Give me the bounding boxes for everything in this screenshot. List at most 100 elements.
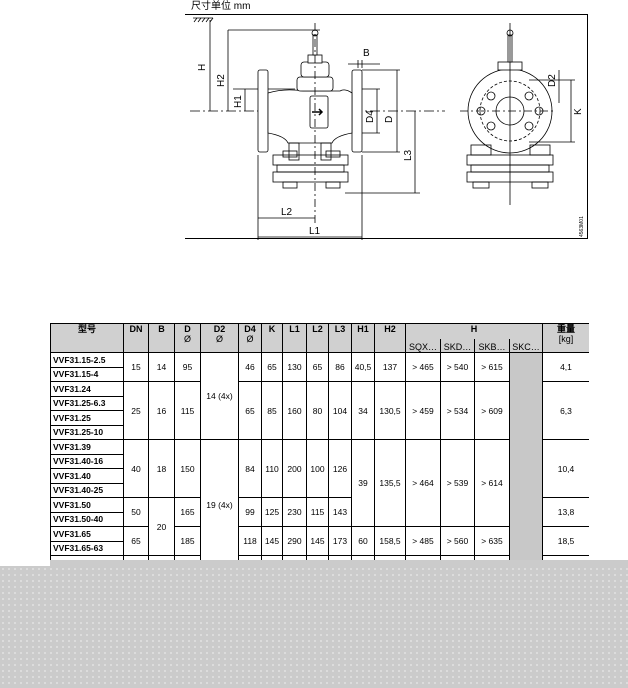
l3-cell: 126: [328, 439, 352, 498]
b-cell: 20: [148, 497, 175, 556]
d2-cell: 19 (4x): [200, 439, 239, 560]
header-k: K: [261, 323, 283, 353]
table-row: [50, 555, 589, 560]
l2-cell: 80: [306, 381, 329, 440]
l1-cell: 230: [282, 497, 307, 527]
header-weight: 重量[kg]: [542, 323, 589, 353]
h-skd-cell: [474, 555, 510, 560]
model-cell: VVF31.15-2.5: [50, 352, 124, 368]
h1-cell: 60: [351, 526, 375, 556]
model-cell: VVF31.40-25: [50, 482, 124, 498]
l3-cell: 86: [328, 352, 352, 382]
h-skb-cell: > 609: [474, 381, 510, 440]
model-cell: VVF31.39: [50, 439, 124, 455]
weight-cell: 6,3: [542, 381, 589, 440]
h1-cell: 40,5: [351, 352, 375, 382]
header-h: H: [405, 323, 543, 339]
l1-cell: 160: [282, 381, 307, 440]
model-cell: VVF31.40-16: [50, 453, 124, 469]
model-cell: VVF31.50: [50, 497, 124, 513]
d-cell: 165: [174, 497, 201, 527]
dn-cell: 40: [123, 439, 149, 498]
k-cell: 65: [261, 352, 283, 382]
h-skd-cell: > 539: [440, 439, 475, 527]
header-l3: L3: [328, 323, 352, 353]
h-sqx-cell: > 464: [405, 439, 441, 527]
dn-cell: 65: [123, 526, 149, 556]
l2-cell: 65: [306, 352, 329, 382]
weight-cell: 10,4: [542, 439, 589, 498]
b-cell: 18: [148, 439, 175, 498]
header-l2: L2: [306, 323, 329, 353]
header-d2-label: D2: [213, 324, 226, 334]
weight-cell: 4,1: [542, 352, 589, 382]
diameter-symbol: Ø: [246, 334, 254, 344]
d-cell: 150: [174, 439, 201, 498]
header-dn: DN: [123, 323, 149, 353]
h-skb-cell: [542, 555, 589, 560]
weight-cell: 13,8: [542, 497, 589, 527]
d-cell: [174, 555, 201, 560]
d4-cell: 65: [238, 381, 262, 440]
d4-cell: 99: [238, 497, 262, 527]
h-skb-cell: > 615: [474, 352, 510, 382]
h-sqx-cell: > 459: [405, 381, 441, 440]
d2-cell: 14 (4x): [200, 352, 239, 440]
d4-cell: 84: [238, 439, 262, 498]
model-cell: VVF31.25-10: [50, 424, 124, 440]
model-cell: VVF31.25: [50, 410, 124, 426]
header-skb: SKB…: [474, 338, 510, 353]
model-cell: VVF31.25-6.3: [50, 395, 124, 411]
header-weight-unit: [kg]: [558, 334, 574, 344]
d-cell: 115: [174, 381, 201, 440]
model-cell: VVF31.65: [50, 526, 124, 542]
table-row: VVF31.24 25 16 115 65 85 160 80 104 34 1…: [50, 381, 589, 440]
model-cell: VVF31.65-63: [50, 540, 124, 556]
h-skb-cell: > 635: [474, 526, 510, 556]
h-skd-cell: > 534: [440, 381, 475, 440]
d4-cell: 118: [238, 526, 262, 556]
h2-cell: 130,5: [374, 381, 406, 440]
table-row: VVF31.15-2.5 15 14 95 14 (4x) 46 65 130 …: [50, 352, 589, 560]
valve-dimension-drawing: H H2 H1 B D D4 L3 L2 L1 D2 K 4563M01: [185, 14, 588, 240]
l2-cell: 100: [306, 439, 329, 498]
table-row: VVF31.65 65 185 118 145 290 145 173 60 1…: [50, 526, 589, 556]
header-skd: SKD…: [440, 338, 475, 353]
dn-cell: 25: [123, 381, 149, 440]
header-d-label: D: [184, 324, 191, 334]
h1-cell: 34: [351, 381, 375, 440]
model-cell: VVF31.50-40: [50, 511, 124, 527]
h-skb-cell: > 614: [474, 439, 510, 527]
header-d4-label: D4: [244, 324, 256, 334]
b-cell: 16: [148, 381, 175, 440]
header-sqx: SQX…: [405, 338, 441, 353]
k-cell: 85: [261, 381, 283, 440]
h-sqx-cell: > 485: [405, 526, 441, 556]
b-cell: 14: [148, 352, 175, 382]
d-cell: 95: [174, 352, 201, 382]
h-sqx-cell: > 465: [405, 352, 441, 382]
h2-cell: 158,5: [374, 526, 406, 556]
model-cell: VVF31.15-4: [50, 366, 124, 382]
l3-cell: 143: [328, 497, 352, 527]
h-skd-cell: > 540: [440, 352, 475, 382]
header-h2: H2: [374, 323, 406, 353]
h-skc-cell: [509, 352, 543, 560]
dn-cell: 15: [123, 352, 149, 382]
table-row: VVF31.39 40 18 150 19 (4x) 84 110 200 10…: [50, 439, 589, 560]
gray-overlay: [0, 566, 628, 688]
dn-cell: 50: [123, 497, 149, 527]
l1-cell: 130: [282, 352, 307, 382]
l3-cell: 173: [328, 526, 352, 556]
h-skd-cell: > 560: [440, 526, 475, 556]
h2-cell: 137: [374, 352, 406, 382]
k-cell: 110: [261, 439, 283, 498]
gray-overlay-edge: [50, 560, 628, 568]
header-weight-label: 重量: [556, 324, 575, 334]
l1-cell: 200: [282, 439, 307, 498]
